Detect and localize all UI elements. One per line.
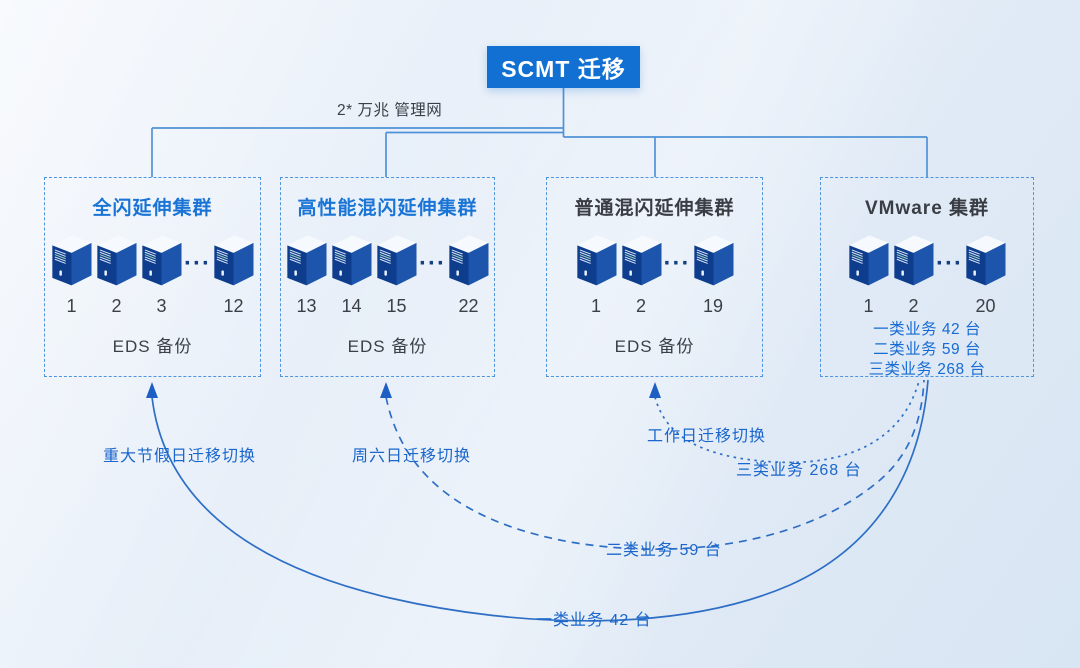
server-item: 12 bbox=[211, 232, 256, 317]
server-icon bbox=[693, 234, 734, 286]
flow-arrowhead-weekend bbox=[380, 382, 392, 398]
server-icon bbox=[893, 234, 934, 286]
server-number: 2 bbox=[908, 296, 919, 316]
server-item: 15 bbox=[374, 232, 419, 317]
server-icon bbox=[141, 234, 182, 286]
server-row: 1 2 3 ··· 12 bbox=[49, 232, 256, 317]
server-icon bbox=[331, 234, 372, 286]
server-item: 22 bbox=[446, 232, 491, 317]
server-item: 2 bbox=[94, 232, 139, 317]
server-icon bbox=[51, 234, 92, 286]
server-row: 1 2 ··· 19 bbox=[574, 232, 736, 317]
server-item: 2 bbox=[619, 232, 664, 317]
server-number: 20 bbox=[975, 296, 996, 316]
flow-curve-weekend bbox=[385, 379, 925, 550]
label-class2-business: 二类业务 59 台 bbox=[606, 542, 722, 559]
label-major-holiday-switch: 重大节假日迁移切换 bbox=[103, 448, 257, 465]
eds-backup-label: EDS 备份 bbox=[614, 337, 695, 356]
server-item: 13 bbox=[284, 232, 329, 317]
eds-backup-label: EDS 备份 bbox=[347, 337, 428, 356]
server-number: 14 bbox=[341, 296, 362, 316]
server-icon bbox=[448, 234, 489, 286]
server-number: 3 bbox=[156, 296, 167, 316]
server-item: 2 bbox=[891, 232, 936, 317]
server-icon bbox=[848, 234, 889, 286]
eds-backup-label: EDS 备份 bbox=[112, 337, 193, 356]
ellipsis-icon: ··· bbox=[419, 250, 446, 277]
server-number: 2 bbox=[635, 296, 646, 316]
server-number: 12 bbox=[223, 296, 244, 316]
server-row: 13 14 15 ··· 22 bbox=[284, 232, 491, 317]
management-network-label: 2* 万兆 管理网 bbox=[337, 102, 443, 119]
cluster-all-flash: 全闪延伸集群 1 2 3 ··· 12 EDS 备份 bbox=[44, 177, 261, 377]
server-item: 20 bbox=[963, 232, 1008, 317]
server-number: 1 bbox=[66, 296, 77, 316]
ellipsis-icon: ··· bbox=[663, 250, 691, 277]
cluster-high-perf-hybrid: 高性能混闪延伸集群 13 14 15 ··· 22 EDS 备份 bbox=[280, 177, 495, 377]
cluster-title: 高性能混闪延伸集群 bbox=[297, 198, 478, 219]
server-number: 2 bbox=[111, 296, 122, 316]
server-row: 1 2 ··· 20 bbox=[846, 232, 1008, 317]
label-weekend-switch: 周六日迁移切换 bbox=[352, 448, 472, 465]
server-number: 1 bbox=[590, 296, 601, 316]
label-class1-business: 一类业务 42 台 bbox=[536, 612, 652, 629]
flow-arrowhead-major-holiday bbox=[146, 382, 158, 398]
flow-arrowhead-workday bbox=[649, 382, 661, 398]
server-icon bbox=[621, 234, 662, 286]
server-icon bbox=[965, 234, 1006, 286]
server-item: 14 bbox=[329, 232, 374, 317]
cluster-standard-hybrid: 普通混闪延伸集群 1 2 ··· 19 EDS 备份 bbox=[546, 177, 763, 377]
server-icon bbox=[96, 234, 137, 286]
server-item: 19 bbox=[691, 232, 736, 317]
label-class3-business: 三类业务 268 台 bbox=[736, 462, 862, 479]
page-title: SCMT 迁移 bbox=[501, 56, 626, 82]
ellipsis-icon: ··· bbox=[936, 250, 963, 277]
ellipsis-icon: ··· bbox=[184, 250, 211, 277]
server-icon bbox=[376, 234, 417, 286]
server-icon bbox=[286, 234, 327, 286]
cluster-title: VMware 集群 bbox=[864, 198, 990, 219]
server-number: 15 bbox=[386, 296, 407, 316]
cluster-title: 普通混闪延伸集群 bbox=[574, 198, 735, 219]
cluster-vmware: VMware 集群 1 2 ··· 20 一类业务 42 台 二类业务 59 台… bbox=[820, 177, 1034, 380]
server-icon bbox=[213, 234, 254, 286]
server-item: 1 bbox=[846, 232, 891, 317]
server-number: 1 bbox=[863, 296, 874, 316]
server-icon bbox=[576, 234, 617, 286]
flow-curve-major-holiday bbox=[151, 379, 929, 622]
server-number: 13 bbox=[296, 296, 317, 316]
vmware-services: 一类业务 42 台 二类业务 59 台 三类业务 268 台 bbox=[869, 320, 986, 380]
service-class1-count: 一类业务 42 台 bbox=[873, 321, 981, 338]
server-number: 19 bbox=[702, 296, 724, 316]
flow-curve-workday bbox=[654, 380, 920, 464]
server-item: 1 bbox=[49, 232, 94, 317]
label-workday-switch: 工作日迁移切换 bbox=[647, 428, 767, 445]
scmt-title-box: SCMT 迁移 bbox=[487, 46, 640, 88]
server-item: 3 bbox=[139, 232, 184, 317]
service-class2-count: 二类业务 59 台 bbox=[873, 341, 981, 358]
cluster-title: 全闪延伸集群 bbox=[92, 198, 213, 219]
server-item: 1 bbox=[574, 232, 619, 317]
server-number: 22 bbox=[458, 296, 479, 316]
service-class3-count: 三类业务 268 台 bbox=[868, 361, 986, 378]
